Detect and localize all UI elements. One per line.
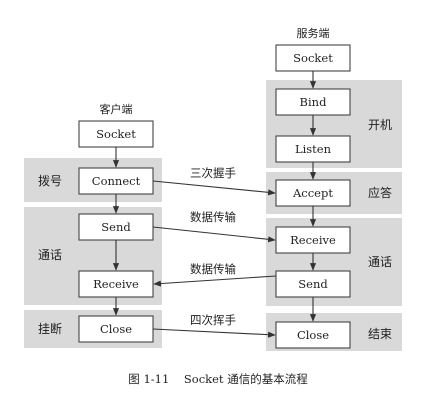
client-receive-text: Receive bbox=[93, 277, 139, 291]
client-connect-text: Connect bbox=[92, 174, 141, 188]
arrow-wave bbox=[152, 328, 276, 338]
phase-dial-label: 拨号 bbox=[38, 174, 62, 188]
wave-label: 四次挥手 bbox=[190, 313, 236, 327]
server-send-text: Send bbox=[298, 277, 328, 291]
client-send-node: Send bbox=[78, 213, 154, 241]
phase-answer-label: 应答 bbox=[368, 185, 392, 200]
arrow-handshake bbox=[152, 180, 276, 196]
server-listen-text: Listen bbox=[295, 142, 332, 156]
server-bind-node: Bind bbox=[275, 88, 351, 116]
phase-talk-right-label: 通话 bbox=[368, 255, 392, 269]
server-close-node: Close bbox=[275, 321, 351, 349]
client-close-text: Close bbox=[100, 322, 132, 336]
data-transfer-label-2: 数据传输 bbox=[190, 262, 236, 276]
client-close-node: Close bbox=[78, 315, 154, 343]
arrow-data-to-client bbox=[153, 275, 277, 287]
server-accept-node: Accept bbox=[275, 179, 351, 207]
data-transfer-label-1: 数据传输 bbox=[190, 210, 236, 224]
server-bind-text: Bind bbox=[300, 95, 328, 109]
handshake-label: 三次握手 bbox=[190, 166, 236, 180]
server-receive-node: Receive bbox=[275, 226, 351, 254]
server-socket-node: Socket bbox=[275, 44, 351, 72]
client-title: 客户端 bbox=[100, 102, 133, 116]
client-receive-node: Receive bbox=[78, 270, 154, 298]
client-socket-text: Socket bbox=[96, 127, 136, 141]
client-connect-node: Connect bbox=[78, 167, 154, 195]
server-listen-node: Listen bbox=[275, 135, 351, 163]
arrow-data-to-server bbox=[152, 226, 276, 243]
server-close-text: Close bbox=[297, 328, 329, 342]
server-title: 服务端 bbox=[297, 27, 330, 40]
phase-end-label: 结束 bbox=[368, 327, 392, 341]
phase-hangup-label: 挂断 bbox=[38, 321, 62, 336]
client-send-text: Send bbox=[101, 220, 131, 234]
server-receive-text: Receive bbox=[290, 233, 336, 247]
server-accept-text: Accept bbox=[292, 186, 333, 200]
client-socket-node: Socket bbox=[78, 120, 154, 148]
server-send-node: Send bbox=[275, 270, 351, 298]
phase-talk-left-label: 通话 bbox=[38, 248, 62, 262]
server-socket-text: Socket bbox=[293, 51, 333, 65]
figure-caption: 图 1-11 Socket 通信的基本流程 bbox=[128, 372, 308, 386]
phase-open-label: 开机 bbox=[368, 118, 392, 132]
